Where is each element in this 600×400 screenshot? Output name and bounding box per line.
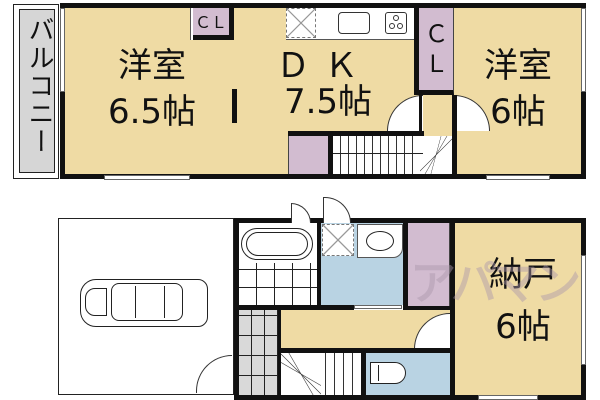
stairs-wall-top (288, 131, 424, 136)
closet-left-door-icon (190, 8, 193, 40)
fridge-space-icon (286, 8, 316, 38)
room-divider-mark (232, 89, 237, 123)
hall-bottom-wall (281, 348, 451, 353)
closet-lower (408, 223, 450, 307)
hall-wall-right (452, 95, 457, 179)
washroom-door-icon[interactable] (323, 197, 351, 223)
storage-room-size: 6帖 (495, 307, 551, 347)
closet-center-label-bottom: Ｌ (424, 50, 449, 78)
bath-wall-right (317, 223, 321, 305)
stove-icon (385, 12, 407, 34)
storage-room-name: 納戸 (489, 255, 557, 295)
closet-lower-dk (288, 136, 328, 174)
sink-icon (338, 12, 370, 34)
western-room-left-size: 6.5帖 (107, 92, 197, 132)
toilet-icon (370, 362, 406, 384)
stairs-landing-icon (420, 136, 452, 174)
hall-wall (419, 95, 422, 135)
washing-machine-space-icon (322, 224, 354, 256)
entrance-tile (239, 310, 279, 395)
storage-window-bottom (478, 395, 538, 400)
western-room-right-name: 洋室 (484, 46, 552, 86)
bath-door-icon[interactable] (291, 203, 311, 223)
storage-window-side (581, 255, 586, 365)
lower-stairs-landing-icon (281, 353, 321, 395)
toilet-wall-right (450, 223, 455, 395)
bathtub-icon (241, 228, 313, 260)
stairs-wall-left (328, 131, 333, 179)
stairs-arrow-icon (333, 153, 423, 154)
western-room-right-size: 6帖 (490, 92, 546, 132)
balcony-label: バルコニー (24, 16, 54, 156)
dining-kitchen-size: 7.5帖 (283, 82, 373, 122)
wash-wall-right (403, 223, 408, 310)
entrance-wall (278, 310, 281, 395)
storage-room (455, 223, 581, 395)
window-right-bottom (486, 175, 550, 180)
closet-center-label-top: Ｃ (424, 20, 449, 48)
watermark: アパマン (410, 256, 581, 310)
closet-center: Ｃ Ｌ (414, 8, 454, 95)
window-balcony-door (60, 8, 65, 92)
vanity (357, 224, 403, 258)
bathroom-tile-rows (239, 263, 317, 305)
bath-bottom-wall (239, 305, 354, 310)
closet-lower-bottom (403, 306, 453, 311)
car-icon (80, 279, 208, 327)
sink-basin-icon (366, 231, 394, 251)
stairs-toilet-wall (361, 353, 366, 395)
window-right-side (581, 8, 586, 92)
washroom-window (354, 305, 402, 309)
upper-floor-plan: バルコニー ＣＬ 洋室 6.5帖 ＤＫ 7.5帖 Ｃ Ｌ 洋室 6帖 (12, 3, 586, 180)
window-left-bottom (104, 175, 190, 180)
closet-left-label: ＣＬ (194, 13, 227, 32)
lower-floor-plan: 納戸 6帖 アパマン (58, 195, 586, 400)
dining-kitchen-name: ＤＫ (276, 46, 372, 86)
western-room-left-name: 洋室 (118, 46, 186, 86)
closet-left: ＣＬ (193, 8, 234, 40)
balcony: バルコニー (19, 9, 55, 173)
